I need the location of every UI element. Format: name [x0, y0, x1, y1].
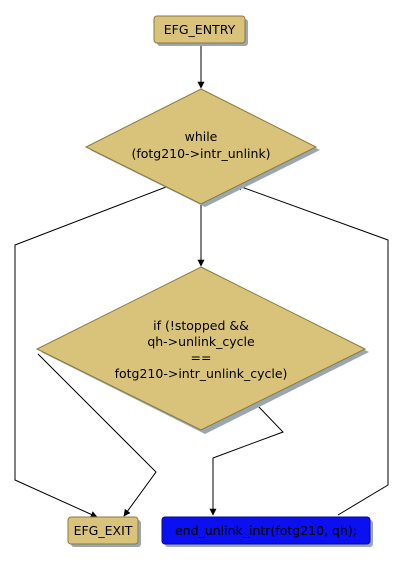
node-if: if (!stopped && qh->unlink_cycle == fotg…: [35, 266, 369, 434]
node-exit: EFG_EXIT: [67, 516, 141, 547]
node-while-diamond: [84, 88, 318, 205]
node-entry-label: EFG_ENTRY: [164, 22, 236, 37]
node-call-box: [161, 516, 371, 545]
node-entry: EFG_ENTRY: [153, 15, 248, 46]
node-exit-label: EFG_EXIT: [74, 523, 133, 538]
edges: [14, 44, 389, 518]
node-if-line-4: fotg210->intr_unlink_cycle): [115, 366, 288, 381]
node-while-line-2: (fotg210->intr_unlink): [131, 146, 270, 161]
node-if-line-1: if (!stopped &&: [153, 318, 249, 333]
node-call-label: end_unlink_intr(fotg210, qh);: [175, 523, 357, 538]
edge-while-to-exit: [14, 186, 167, 518]
node-if-line-2: qh->unlink_cycle: [147, 334, 255, 349]
node-exit-box: [67, 516, 139, 545]
node-if-line-3: ==: [191, 350, 212, 365]
edge-if-to-call: [209, 404, 284, 516]
node-while-line-1: while: [185, 129, 218, 144]
edge-if-to-exit: [37, 353, 157, 517]
node-if-diamond: [35, 266, 367, 431]
node-entry-box: [153, 15, 246, 44]
node-call: end_unlink_intr(fotg210, qh);: [161, 516, 373, 547]
edge-call-to-while: [235, 183, 389, 516]
node-while: while (fotg210->intr_unlink): [84, 88, 320, 207]
